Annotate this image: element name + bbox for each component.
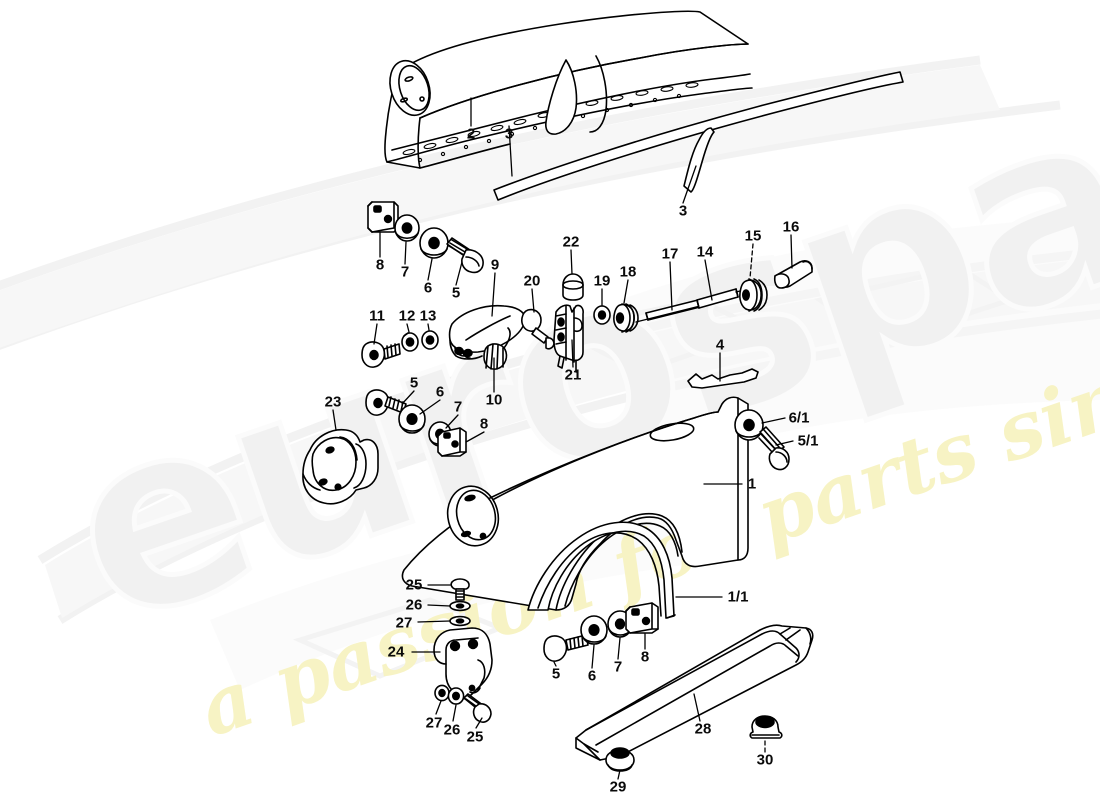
part-mirror-base-cover: [448, 304, 526, 360]
callout-label-18[interactable]: 18: [619, 263, 637, 281]
callout-label-13[interactable]: 13: [419, 307, 437, 325]
callout-label-5[interactable]: 5: [409, 374, 419, 392]
callout-label-21[interactable]: 21: [564, 366, 582, 384]
part-hex-screw-c: [543, 634, 589, 662]
part-front-apron-panel: [384, 10, 753, 169]
part-bolt-b: [463, 693, 492, 723]
callout-label-7[interactable]: 7: [400, 263, 410, 281]
callout-label-11[interactable]: 11: [369, 307, 385, 325]
callout-label-3[interactable]: 3: [504, 125, 514, 143]
callout-label-19[interactable]: 19: [593, 272, 611, 290]
callout-label-6-1[interactable]: 6/1: [788, 409, 810, 427]
part-beading-strip-long: [493, 71, 904, 201]
callout-label-7[interactable]: 7: [453, 398, 463, 416]
callout-label-24[interactable]: 24: [387, 643, 405, 661]
callout-label-16[interactable]: 16: [782, 218, 800, 236]
callout-label-8[interactable]: 8: [479, 415, 489, 433]
callout-label-28[interactable]: 28: [694, 720, 712, 738]
callout-label-25[interactable]: 25: [466, 728, 484, 746]
part-cage-nut-clip-a: [367, 201, 399, 233]
callout-label-2[interactable]: 2: [466, 125, 476, 143]
callout-label-9[interactable]: 9: [490, 256, 500, 274]
leader-lines: [332, 97, 794, 780]
callout-label-6[interactable]: 6: [435, 383, 445, 401]
callout-label-12[interactable]: 12: [398, 307, 416, 325]
callout-label-6[interactable]: 6: [587, 667, 597, 685]
part-sealing-ring: [593, 305, 611, 325]
callout-label-1-1[interactable]: 1/1: [727, 588, 749, 606]
part-shoulder-bolt: [361, 341, 401, 368]
ghost-panel-facets: [292, 265, 1016, 679]
callout-label-27[interactable]: 27: [425, 714, 443, 732]
part-rubber-buffer-cap: [562, 273, 584, 301]
part-bolt-a: [450, 578, 470, 601]
part-front-fender-wing: [401, 396, 749, 611]
callout-label-17[interactable]: 17: [661, 245, 679, 263]
callout-label-1[interactable]: 1: [747, 475, 757, 493]
part-hex-screw-a: [446, 237, 484, 274]
part-sleeve-bush: [773, 260, 813, 289]
callout-label-5[interactable]: 5: [551, 665, 561, 683]
part-flat-washer: [421, 330, 439, 350]
callout-label-8[interactable]: 8: [640, 648, 650, 666]
part-spring-washer: [401, 332, 419, 352]
part-sealing-clip-strip: [687, 368, 759, 389]
callout-label-14[interactable]: 14: [696, 243, 714, 261]
callout-label-20[interactable]: 20: [523, 272, 541, 290]
part-knurled-nut: [483, 327, 511, 370]
callout-label-5[interactable]: 5: [451, 284, 461, 302]
part-headlamp-bowl-housing: [302, 428, 379, 505]
part-hex-screw-b: [365, 389, 407, 416]
callout-label-25[interactable]: 25: [405, 576, 423, 594]
callout-label-23[interactable]: 23: [324, 393, 342, 411]
part-rubber-grommet: [739, 278, 768, 312]
callout-label-22[interactable]: 22: [562, 233, 580, 251]
part-washer-b: [447, 687, 465, 705]
part-push-in-nut: [749, 715, 783, 739]
part-small-washer-a: [394, 214, 420, 242]
callout-label-26[interactable]: 26: [405, 596, 423, 614]
part-cage-nut-clip-b: [437, 427, 467, 457]
callout-label-29[interactable]: 29: [609, 778, 627, 796]
part-spacer-bush: [613, 303, 639, 333]
callout-label-10[interactable]: 10: [485, 391, 503, 409]
callout-label-30[interactable]: 30: [756, 751, 774, 769]
callout-label-27[interactable]: 27: [395, 614, 413, 632]
callout-label-4[interactable]: 4: [715, 336, 725, 354]
part-beading-strip-short: [683, 127, 715, 193]
part-large-washer-b: [398, 404, 426, 434]
callout-label-6[interactable]: 6: [423, 279, 433, 297]
callout-label-3[interactable]: 3: [678, 202, 688, 220]
part-side-sill-cover: [575, 624, 814, 761]
callout-label-7[interactable]: 7: [613, 658, 623, 676]
part-large-washer-c: [580, 615, 608, 645]
part-ball-stud-pin: [521, 308, 555, 350]
callout-label-15[interactable]: 15: [744, 227, 762, 245]
callout-label-8[interactable]: 8: [375, 256, 385, 274]
part-wheel-arch-flare: [527, 521, 676, 619]
part-hex-screw-variant: [758, 426, 790, 471]
part-mounting-bracket: [433, 627, 493, 700]
callout-label-26[interactable]: 26: [443, 721, 461, 739]
callout-label-5-1[interactable]: 5/1: [797, 432, 819, 450]
part-catch-latch-bracket: [553, 304, 584, 373]
part-cage-nut-clip-c: [625, 602, 659, 634]
